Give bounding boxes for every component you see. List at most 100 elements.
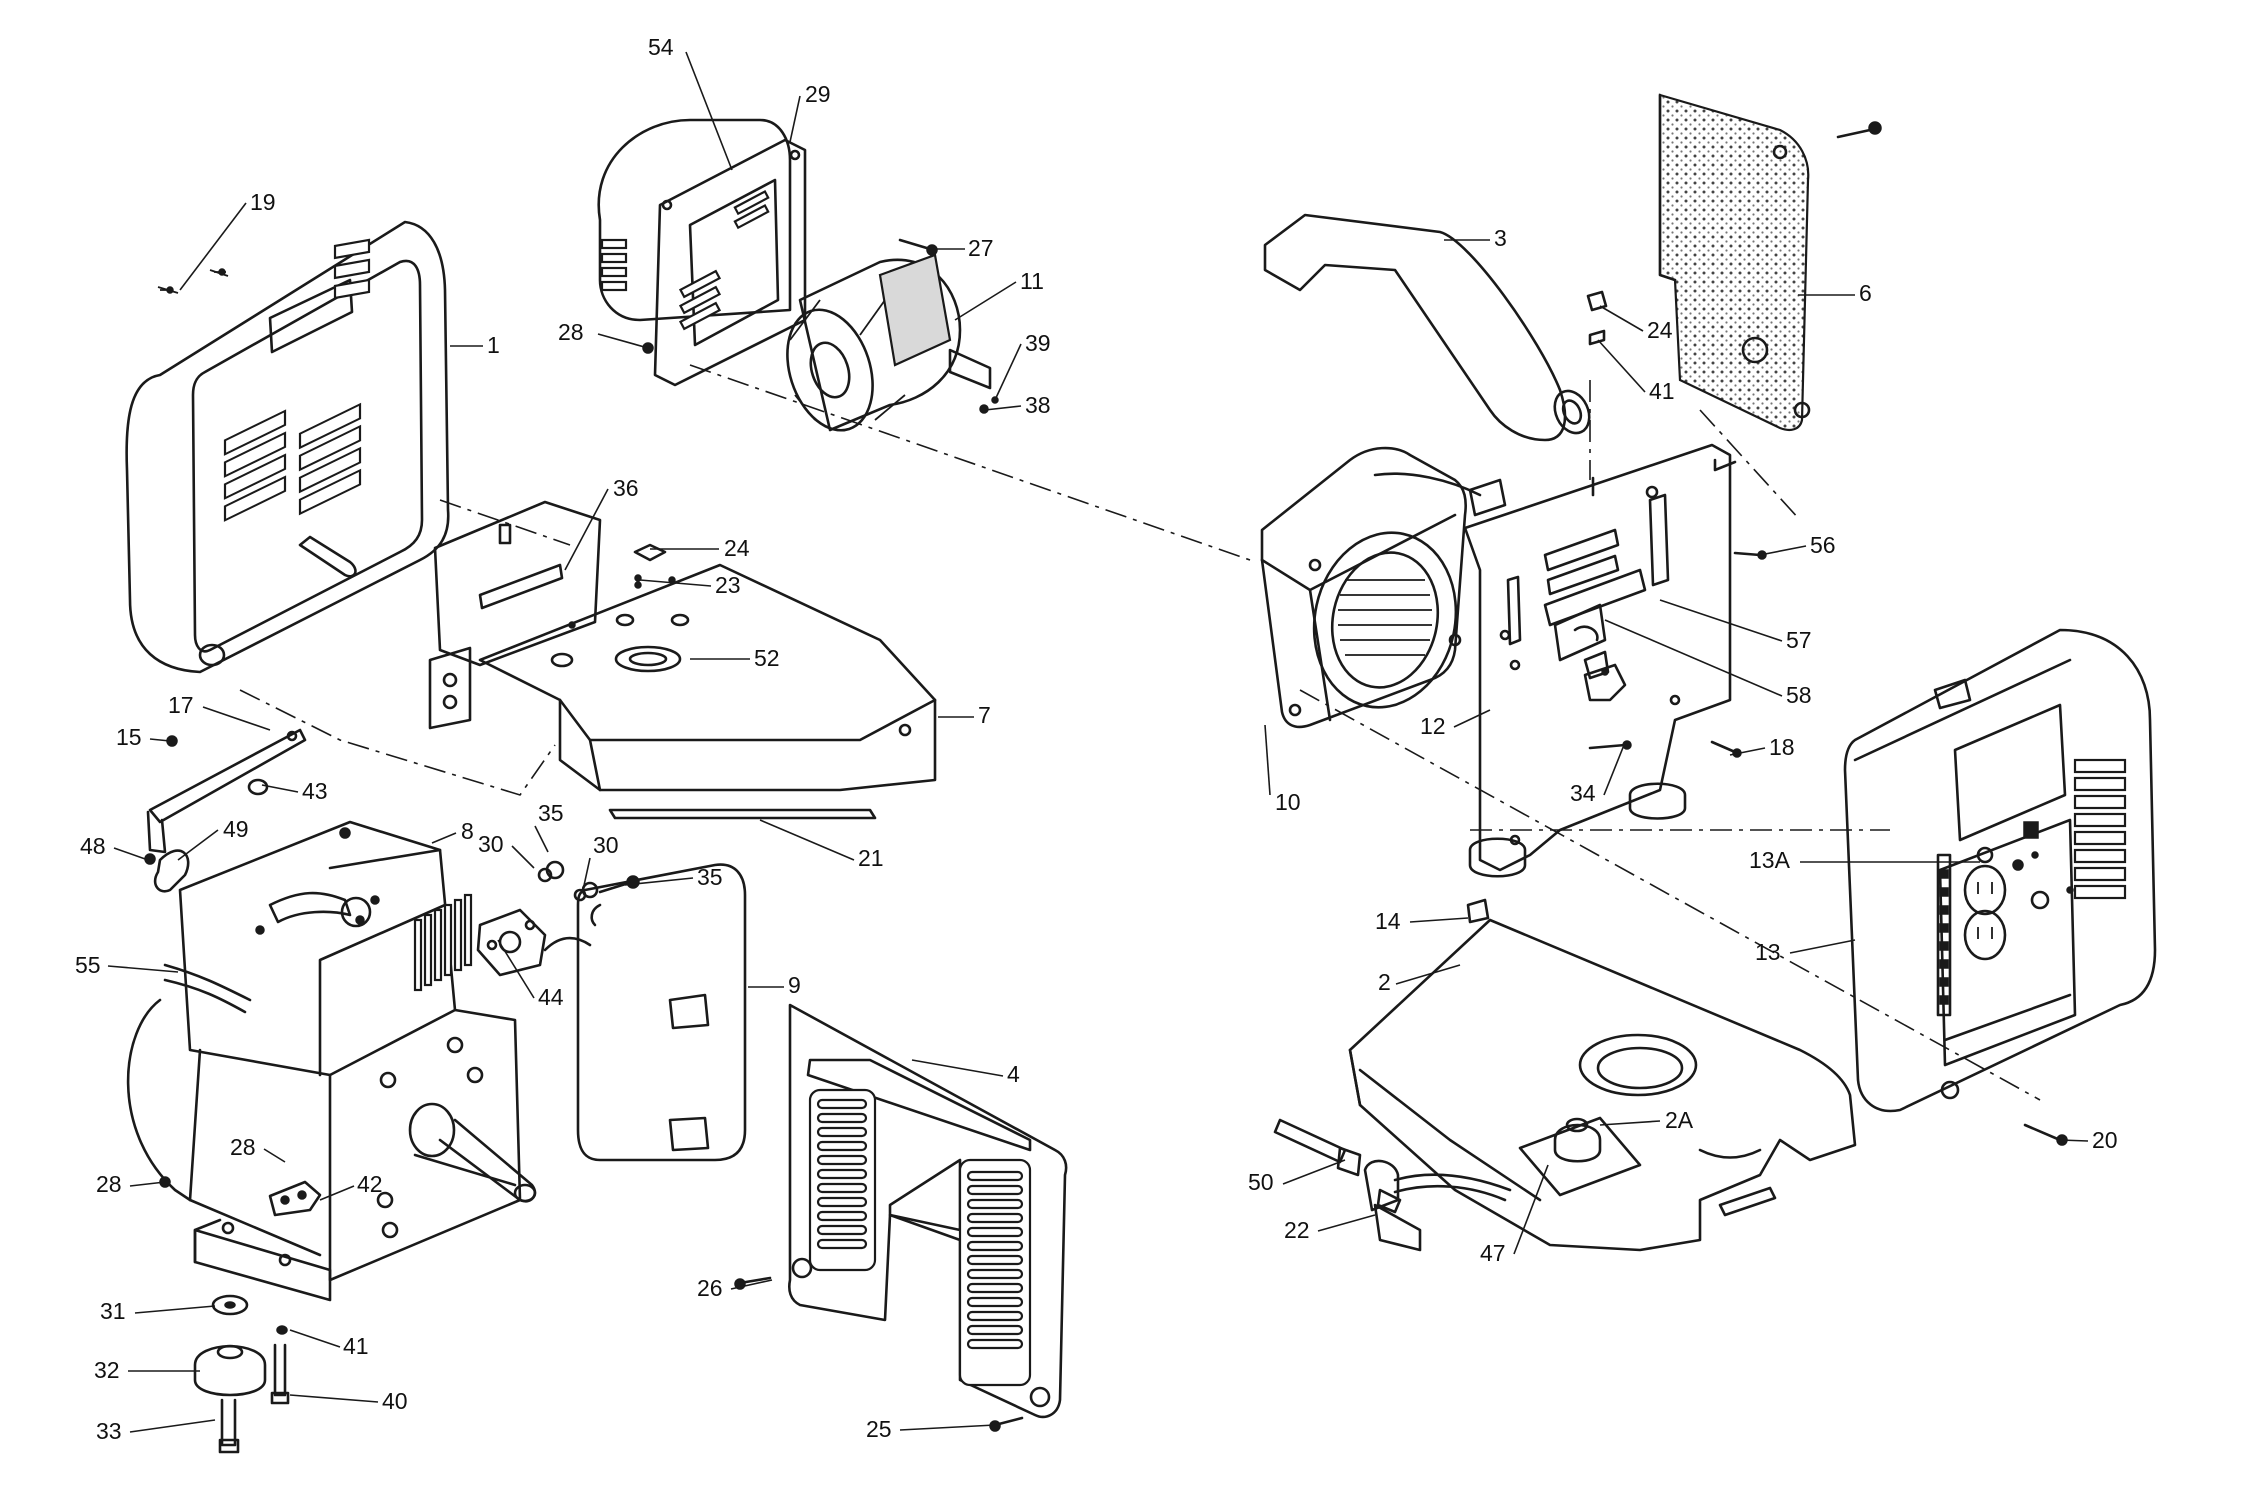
leader-line-c24b <box>1599 305 1644 332</box>
screws-part-56-18 <box>1710 550 1767 758</box>
part-label-c43: 43 <box>302 778 328 804</box>
leader-line-c36 <box>564 488 609 571</box>
part-label-c22: 22 <box>1284 1217 1310 1243</box>
part-label-c38: 38 <box>1025 392 1051 418</box>
part-label-c21: 21 <box>858 845 884 871</box>
washers-part-23-24 <box>568 543 676 629</box>
part-label-c28b: 28 <box>230 1134 256 1160</box>
part-label-c7: 7 <box>978 702 991 728</box>
exhaust-gasket-part-44 <box>476 908 547 977</box>
module-parts-57-58 <box>1583 663 1627 702</box>
part-label-c52: 52 <box>754 645 780 671</box>
part-label-c32: 32 <box>94 1357 120 1383</box>
bracket-part-36 <box>428 500 602 730</box>
nuts-part-24-41 <box>1586 290 1608 497</box>
leader-line-c18 <box>1729 747 1766 756</box>
rotor-fan-part-11 <box>786 253 999 432</box>
rear-cover-part-1 <box>125 220 450 674</box>
leader-line-c12 <box>1453 709 1491 728</box>
leader-line-c17 <box>202 706 271 731</box>
leader-line-c30a <box>511 845 535 869</box>
part-label-c42: 42 <box>357 1171 383 1197</box>
leader-line-c25 <box>899 1424 996 1431</box>
assembly-axis-lines <box>239 364 2041 1101</box>
leader-line-c50 <box>1282 1159 1346 1185</box>
blower-housing-part-29 <box>597 118 807 387</box>
clip-part-49 <box>144 849 190 893</box>
leader-line-c48 <box>113 847 149 861</box>
part-label-c23: 23 <box>715 572 741 598</box>
front-panel-grille <box>2073 758 2127 900</box>
leader-line-c28b <box>263 1148 286 1163</box>
leader-line-c44 <box>497 939 535 999</box>
part-label-c27: 27 <box>968 235 994 261</box>
rear-cover-vents <box>223 238 371 522</box>
part-label-c57: 57 <box>1786 627 1812 653</box>
leader-line-c15 <box>149 738 171 742</box>
leader-line-c49 <box>177 829 219 861</box>
leader-line-c13 <box>1789 939 1856 954</box>
handle-part-3 <box>1263 213 1591 442</box>
gasket-part-21 <box>608 808 877 820</box>
leader-line-c20 <box>2059 1139 2089 1142</box>
fuel-tank-part-2 <box>1348 918 1857 1252</box>
part-label-c8: 8 <box>461 818 474 844</box>
front-panel-led-strip <box>1936 853 1952 1017</box>
leader-line-c29 <box>789 95 801 143</box>
part-label-c40: 40 <box>382 1388 408 1414</box>
part-label-c2: 2 <box>1378 969 1391 995</box>
part-label-c18: 18 <box>1769 734 1795 760</box>
part-label-c56: 56 <box>1810 532 1836 558</box>
leader-line-c28c <box>129 1181 166 1187</box>
leader-line-c14 <box>1409 917 1469 923</box>
side-panel-right-grille <box>958 1158 1032 1387</box>
leader-line-c2 <box>1395 964 1461 985</box>
part-label-c49: 49 <box>223 816 249 842</box>
part-label-c6: 6 <box>1859 280 1872 306</box>
leader-line-c30b <box>582 857 591 891</box>
part-label-c30a: 30 <box>478 831 504 857</box>
part-label-c17: 17 <box>168 692 194 718</box>
leader-line-c10 <box>1264 724 1271 796</box>
part-label-c36: 36 <box>613 475 639 501</box>
part-label-c2a: 2A <box>1665 1107 1694 1133</box>
leader-line-c28a <box>597 333 649 349</box>
part-label-c19: 19 <box>250 189 276 215</box>
part-label-c47: 47 <box>1480 1240 1506 1266</box>
leader-line-c23 <box>639 579 712 587</box>
fuel-valve-parts-22-50 <box>1273 1118 1512 1252</box>
part-label-c34: 34 <box>1570 780 1596 806</box>
part-label-c25: 25 <box>866 1416 892 1442</box>
part-label-c26: 26 <box>697 1275 723 1301</box>
pad-part-14 <box>1466 898 1490 924</box>
part-label-c9: 9 <box>788 972 801 998</box>
fuel-line-part-55 <box>163 963 252 1014</box>
part-label-c35a: 35 <box>538 800 564 826</box>
part-label-c15: 15 <box>116 724 142 750</box>
leader-line-c55 <box>107 965 179 973</box>
leader-line-c22 <box>1317 1214 1376 1232</box>
side-panel-part-4 <box>734 1003 1068 1432</box>
engine-shroud-part-7 <box>478 563 937 792</box>
leader-line-c39 <box>994 343 1022 401</box>
outlet-receptacles <box>1963 864 2007 961</box>
engine-cooling-fins <box>413 893 473 992</box>
screw-part-27 <box>898 238 938 256</box>
side-panel-left-grille <box>808 1088 877 1272</box>
part-label-c11: 11 <box>1020 268 1044 294</box>
part-label-c48: 48 <box>80 833 106 859</box>
part-label-c50: 50 <box>1248 1169 1274 1195</box>
stator-windings <box>1338 579 1432 656</box>
screws-part-19 <box>157 269 229 294</box>
part-label-c10: 10 <box>1275 789 1301 815</box>
leader-line-c41b <box>1597 339 1646 393</box>
leader-line-c57 <box>1659 599 1783 642</box>
leader-line-c58 <box>1604 619 1783 697</box>
part-label-c41b: 41 <box>1649 378 1675 404</box>
part-label-c39: 39 <box>1025 330 1051 356</box>
leader-line-c41a <box>289 1329 341 1348</box>
part-label-c33: 33 <box>96 1418 122 1444</box>
bracket-part-17 <box>146 728 307 854</box>
part-label-c24b: 24 <box>1647 317 1673 343</box>
